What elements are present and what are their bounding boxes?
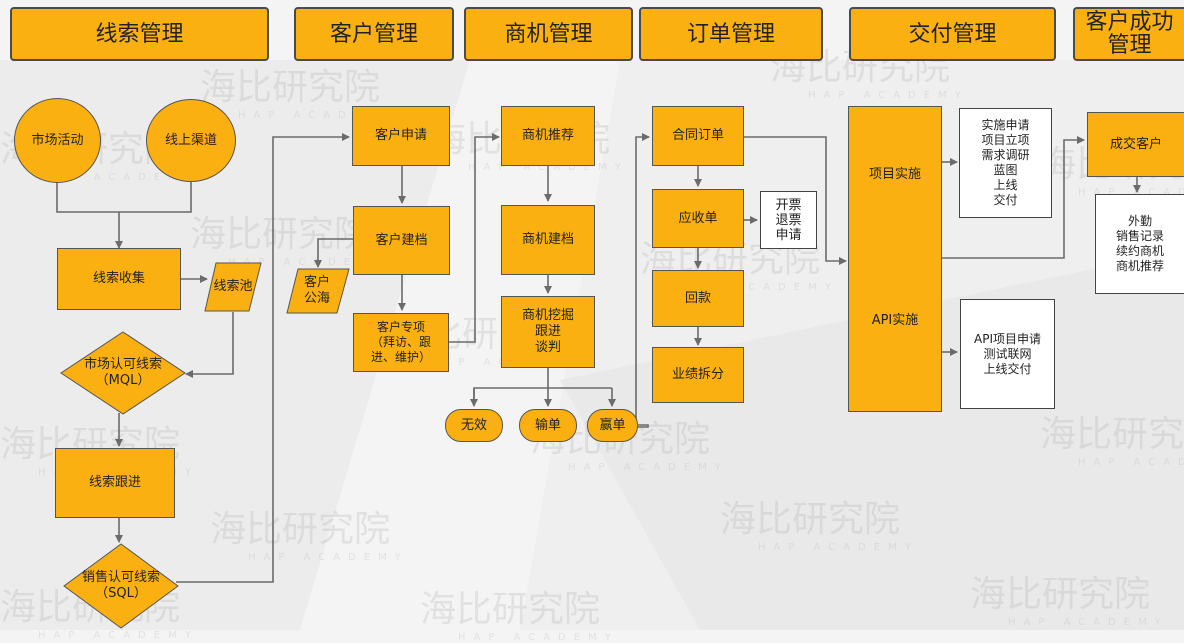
header-orders: 订单管理 bbox=[639, 7, 823, 61]
node-opp-invalid: 无效 bbox=[445, 409, 503, 442]
node-opp-won: 赢单 bbox=[587, 409, 638, 442]
node-payment: 回款 bbox=[652, 270, 744, 327]
node-project-impl: 项目实施 bbox=[868, 167, 921, 182]
node-api-impl: API实施 bbox=[871, 313, 919, 328]
node-customer-archive: 客户建档 bbox=[353, 206, 450, 275]
header-customers: 客户管理 bbox=[294, 7, 454, 61]
node-sql: 销售认可线索 （SQL） bbox=[81, 570, 160, 601]
node-public-pool: 客户 公海 bbox=[303, 275, 330, 306]
node-opp-lost: 输单 bbox=[519, 409, 577, 442]
node-api-steps: API项目申请 测试联网 上线交付 bbox=[960, 299, 1055, 409]
node-project-steps: 实施申请 项目立项 需求调研 蓝图 上线 交付 bbox=[959, 108, 1052, 218]
header-leads: 线索管理 bbox=[10, 7, 269, 61]
node-lead-followup: 线索跟进 bbox=[55, 448, 175, 518]
node-market-activity: 市场活动 bbox=[14, 98, 101, 183]
node-opp-recommend: 商机推荐 bbox=[501, 106, 595, 166]
header-customer-success: 客户成功 管理 bbox=[1073, 7, 1184, 61]
node-contract-order: 合同订单 bbox=[652, 106, 744, 166]
node-receivable: 应收单 bbox=[652, 189, 744, 248]
node-customer-apply: 客户申请 bbox=[352, 106, 450, 166]
node-mql-shape bbox=[60, 331, 186, 415]
node-success-activities: 外勤 销售记录 续约商机 商机推荐 bbox=[1095, 194, 1184, 294]
node-mql: 市场认可线索 （MQL） bbox=[83, 357, 162, 388]
node-lead-pool: 线索池 bbox=[213, 279, 253, 294]
node-sql-shape bbox=[63, 543, 179, 629]
node-lead-pool-shape bbox=[204, 262, 262, 312]
flow-connectors bbox=[56, 133, 1141, 583]
node-customer-project: 客户专项 （拜访、跟 进、维护） bbox=[353, 313, 449, 372]
node-performance-split: 业绩拆分 bbox=[652, 347, 744, 403]
node-lead-collection: 线索收集 bbox=[57, 248, 181, 310]
node-online-channel: 线上渠道 bbox=[146, 99, 236, 182]
node-opp-mining: 商机挖掘 跟进 谈判 bbox=[501, 296, 595, 368]
node-invoice-request: 开票 退票 申请 bbox=[760, 191, 817, 249]
node-public-pool-shape bbox=[286, 268, 350, 314]
header-delivery: 交付管理 bbox=[849, 7, 1056, 61]
header-opportunities: 商机管理 bbox=[464, 7, 633, 61]
node-opp-archive: 商机建档 bbox=[501, 205, 595, 275]
node-delivery-block bbox=[848, 106, 942, 412]
node-closed-customer: 成交客户 bbox=[1087, 112, 1184, 177]
